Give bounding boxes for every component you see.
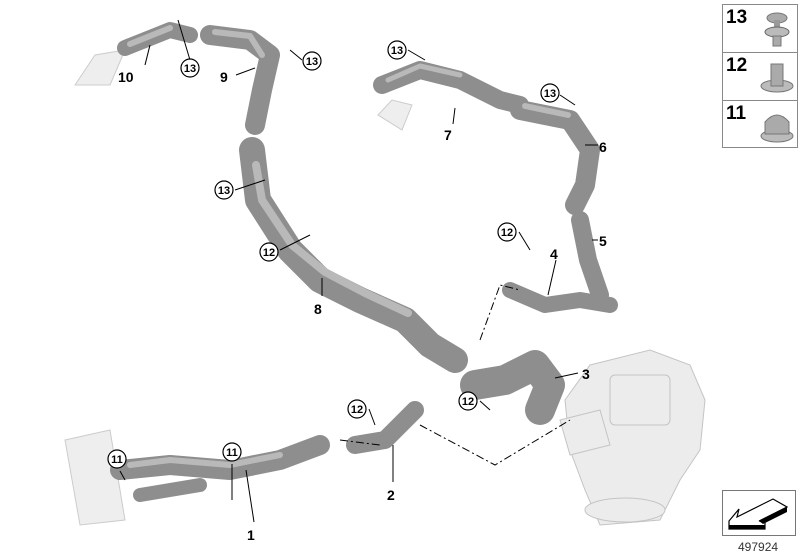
svg-text:11: 11	[111, 454, 123, 466]
part-label-7: 7	[444, 127, 452, 143]
legend-row-12: 12	[723, 53, 797, 101]
part-label-3: 3	[582, 366, 590, 382]
hex-nut-flange-icon	[760, 63, 794, 93]
part-label-8: 8	[314, 301, 322, 317]
push-rivet-icon	[764, 12, 790, 47]
duct-2	[346, 401, 424, 454]
legend-label: 12	[726, 55, 748, 76]
callout-12: 12	[347, 399, 367, 419]
svg-text:12: 12	[462, 396, 474, 408]
duct-6	[510, 100, 600, 215]
callout-11: 11	[222, 442, 242, 462]
duct-8	[239, 137, 468, 373]
legend-row-13: 13	[723, 5, 797, 53]
svg-text:13: 13	[544, 88, 556, 100]
svg-text:13: 13	[391, 45, 403, 57]
fastener-legend: 13 12 11	[722, 4, 798, 148]
direction-arrow-icon	[728, 498, 789, 530]
duct-4	[502, 282, 618, 313]
part-label-2: 2	[387, 487, 395, 503]
svg-text:12: 12	[351, 404, 363, 416]
orientation-arrow-box	[722, 490, 796, 536]
part-label-1: 1	[247, 527, 255, 543]
part-label-4: 4	[550, 246, 558, 262]
duct-9	[200, 25, 280, 135]
duct-10	[117, 22, 198, 56]
duct-1	[110, 435, 330, 502]
callout-12: 12	[259, 242, 279, 262]
leader-lines	[119, 19, 598, 523]
duct-3	[460, 350, 565, 425]
assembly-line	[419, 419, 571, 466]
part-label-9: 9	[220, 69, 228, 85]
heater-unit	[559, 349, 706, 526]
part-label-10: 10	[118, 69, 134, 85]
callout-12: 12	[458, 391, 478, 411]
duct-5	[571, 211, 609, 304]
callout-12: 12	[497, 222, 517, 242]
part-label-6: 6	[599, 139, 607, 155]
legend-label: 11	[726, 103, 747, 124]
callout-13: 13	[302, 51, 322, 71]
legend-label: 13	[726, 7, 748, 28]
part-label-5: 5	[599, 233, 607, 249]
svg-text:12: 12	[263, 247, 275, 259]
assembly-line	[479, 284, 521, 341]
svg-text:12: 12	[501, 227, 513, 239]
svg-text:13: 13	[184, 63, 196, 75]
svg-text:13: 13	[306, 56, 318, 68]
legend-row-11: 11	[723, 101, 797, 149]
callout-11: 11	[107, 449, 127, 469]
svg-text:11: 11	[226, 447, 238, 459]
callout-13: 13	[180, 58, 200, 78]
vent-outlet-7	[377, 99, 413, 131]
callout-13: 13	[540, 83, 560, 103]
callout-13: 13	[387, 40, 407, 60]
cap-nut-icon	[760, 114, 794, 143]
svg-text:13: 13	[218, 185, 230, 197]
duct-7	[373, 61, 529, 114]
callout-13: 13	[214, 180, 234, 200]
diagram-id: 497924	[738, 540, 779, 554]
assembly-line	[339, 439, 381, 446]
